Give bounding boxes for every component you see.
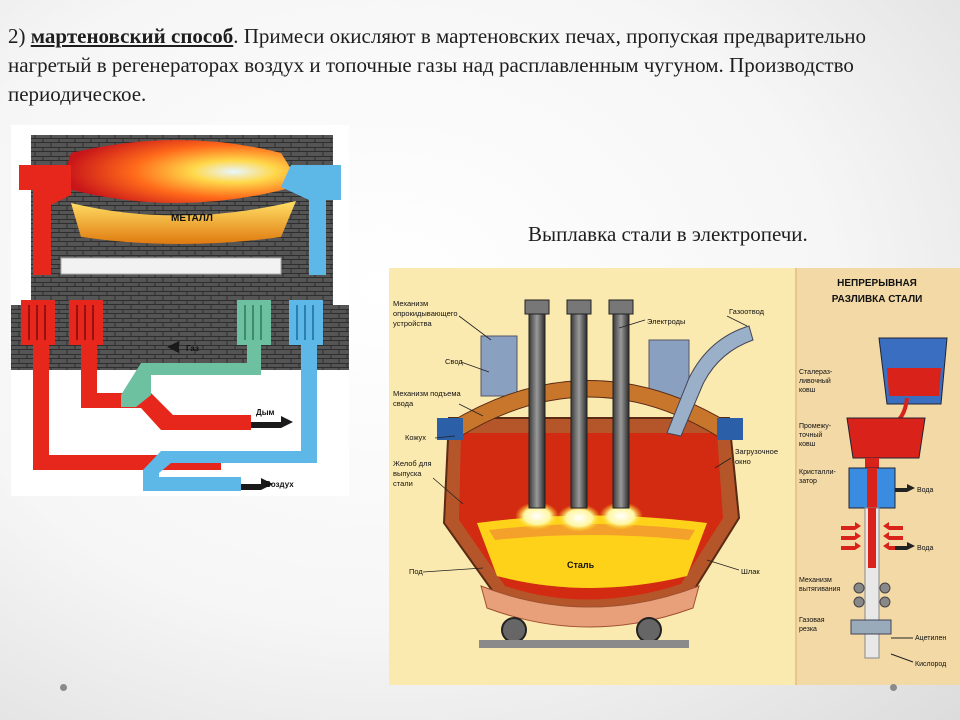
spout-label-1: Желоб для xyxy=(393,459,432,468)
ladle-label-3: ковш xyxy=(799,387,816,394)
gas-cut-label-2: резка xyxy=(799,626,817,633)
roof-lift-label-2: свода xyxy=(393,399,414,408)
slide-nav-dot-right xyxy=(890,684,897,691)
metal-label: МЕТАЛЛ xyxy=(171,213,213,224)
open-hearth-furnace-diagram: МЕТАЛЛ Газ Дым Воздух xyxy=(11,125,349,496)
ladle-label-2: ливочный xyxy=(799,377,831,385)
withdrawal-label-2: вытягивания xyxy=(799,586,841,593)
water-label-1: Вода xyxy=(917,487,933,494)
smoke-label: Дым xyxy=(256,408,275,417)
water-label-2: Вода xyxy=(917,545,933,552)
casing-label: Кожух xyxy=(405,433,426,442)
tundish-label-1: Промежу- xyxy=(799,423,832,430)
electrodes-label: Электроды xyxy=(647,317,685,326)
tundish-label-3: ковш xyxy=(799,441,816,448)
tilt-mechanism-label-1: Механизм xyxy=(393,299,428,308)
tundish-label-2: точный xyxy=(799,431,822,439)
gas-label: Газ xyxy=(186,344,199,353)
acetylene-label: Ацетилен xyxy=(915,635,946,642)
tilt-mechanism-label-3: устройства xyxy=(393,319,432,328)
roof-label: Свод xyxy=(445,357,463,366)
steel-label: Сталь xyxy=(567,560,595,570)
item-number: 2) xyxy=(8,24,26,48)
oxygen-label: Кислород xyxy=(915,661,946,668)
roof-lift-label-1: Механизм подъема xyxy=(393,389,461,398)
casting-title-1: НЕПРЕРЫВНАЯ xyxy=(837,278,917,289)
spout-label-3: стали xyxy=(393,479,413,488)
charge-door-label-2: окно xyxy=(735,457,751,466)
slide-nav-dot-left xyxy=(60,684,67,691)
charge-door-label-1: Загрузочное xyxy=(735,447,778,456)
ladle-label-1: Сталераз- xyxy=(799,369,833,376)
spout-label-2: выпуска xyxy=(393,469,422,478)
method-term: мартеновский способ xyxy=(30,24,234,48)
figure-caption: Выплавка стали в электропечи. xyxy=(528,222,808,246)
slag-label: Шлак xyxy=(741,567,760,576)
hearth-label: Под xyxy=(409,567,423,576)
gas-cut-label-1: Газовая xyxy=(799,617,825,624)
withdrawal-label-1: Механизм xyxy=(799,577,832,584)
casting-title-2: РАЗЛИВКА СТАЛИ xyxy=(832,294,923,305)
arc-furnace-diagram: Сталь Механизм опрокидывающего устройств… xyxy=(389,268,795,685)
mold-label-2: затор xyxy=(799,478,817,485)
mold-label-1: Кристалли- xyxy=(799,469,836,476)
continuous-casting-diagram: НЕПРЕРЫВНАЯ РАЗЛИВКА СТАЛИ Сталераз- лив… xyxy=(795,268,960,685)
intro-text: 2) мартеновский способ. Примеси окисляют… xyxy=(8,22,953,109)
gas-outlet-label: Газоотвод xyxy=(729,307,765,316)
air-label: Воздух xyxy=(265,480,294,489)
intro-description: . Примеси окисляют в мартеновских печах,… xyxy=(8,24,867,106)
tilt-mechanism-label-2: опрокидывающего xyxy=(393,309,458,318)
